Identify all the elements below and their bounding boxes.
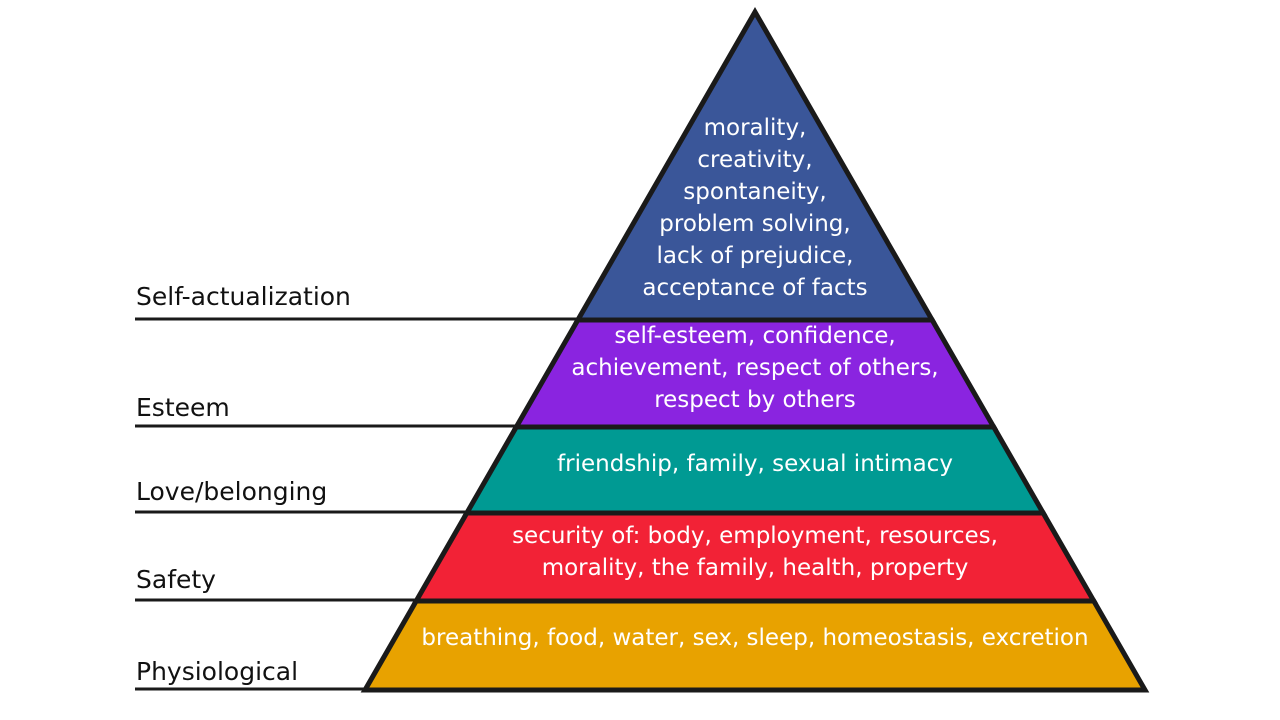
leader-lines xyxy=(135,317,578,691)
tier-1-text-line: creativity, xyxy=(697,147,812,173)
tier-4-text-line: security of: body, employment, resources… xyxy=(512,523,998,549)
level-label: Physiological xyxy=(136,657,298,686)
tier-4-text-line: morality, the family, health, property xyxy=(542,555,969,581)
tier-2-text-line: self-esteem, confidence, xyxy=(614,323,895,349)
level-label: Love/belonging xyxy=(136,477,327,506)
tier-5-shape xyxy=(360,598,1150,693)
level-labels: Self-actualizationEsteemLove/belongingSa… xyxy=(136,282,351,686)
tier-texts: morality, creativity, spontaneity, problem … xyxy=(421,115,1088,651)
tier-5-text-line: breathing, food, water, sex, sleep, home… xyxy=(421,625,1088,651)
tier-1-text-line: lack of prejudice, xyxy=(656,243,853,269)
tier-2-text-line: respect by others xyxy=(654,387,856,413)
pyramid-tiers xyxy=(360,6,1150,693)
tier-1-text-line: acceptance of facts xyxy=(642,275,867,301)
level-label: Esteem xyxy=(136,393,230,422)
tier-3-text-line: friendship, family, sexual intimacy xyxy=(557,451,953,477)
tier-2-text-line: achievement, respect of others, xyxy=(571,355,938,381)
tier-1-text-line: problem solving, xyxy=(659,211,850,237)
level-label: Safety xyxy=(136,565,216,594)
level-label: Self-actualization xyxy=(136,282,351,311)
tier-1-text-line: spontaneity, xyxy=(683,179,826,205)
tier-1-text-line: morality, xyxy=(704,115,807,141)
